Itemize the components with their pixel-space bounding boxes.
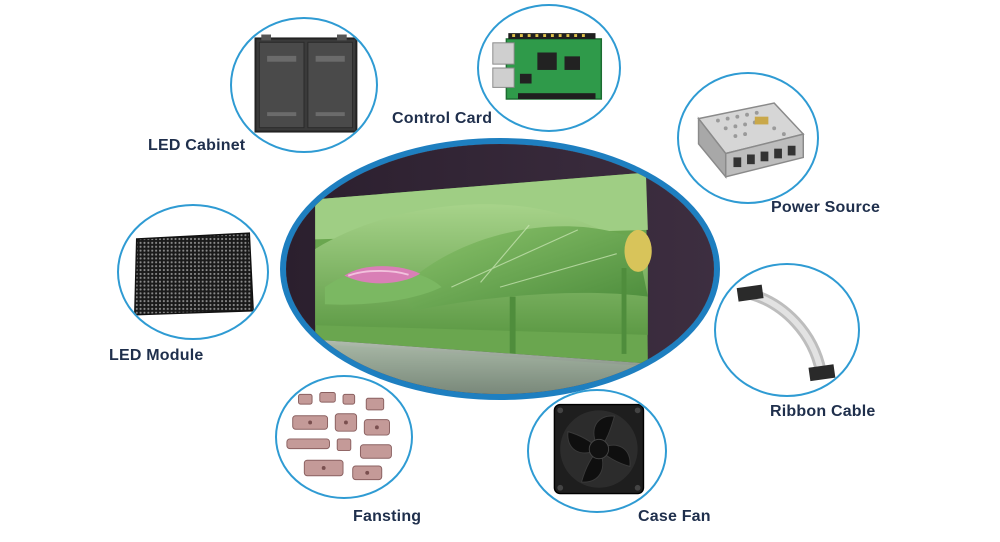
hinge-fastener-icon xyxy=(286,392,392,481)
power-source-ring xyxy=(677,72,819,204)
case-fan-ring xyxy=(527,389,667,513)
lotus-screen-illustration xyxy=(286,144,714,394)
case-fan-icon xyxy=(553,403,645,495)
ribbon-cable-label: Ribbon Cable xyxy=(770,403,876,420)
ribbon-cable-ring xyxy=(714,263,860,397)
fansting-ring xyxy=(275,375,413,499)
led-module-ring xyxy=(117,204,269,340)
led-cabinet-icon xyxy=(254,34,358,133)
led-display-lotus-image xyxy=(280,138,720,400)
ribbon-cable-icon xyxy=(736,284,836,382)
led-module-label: LED Module xyxy=(109,347,204,364)
led-cabinet-label: LED Cabinet xyxy=(148,137,246,154)
control-card-ring xyxy=(477,4,621,132)
control-card-label: Control Card xyxy=(392,110,493,127)
control-card-icon xyxy=(492,33,603,100)
led-cabinet-ring xyxy=(230,17,378,153)
case-fan-label: Case Fan xyxy=(638,508,711,525)
power-source-label: Power Source xyxy=(771,199,881,216)
led-module-icon xyxy=(134,232,254,316)
power-supply-icon xyxy=(697,102,805,179)
fansting-label: Fansting xyxy=(353,508,422,525)
